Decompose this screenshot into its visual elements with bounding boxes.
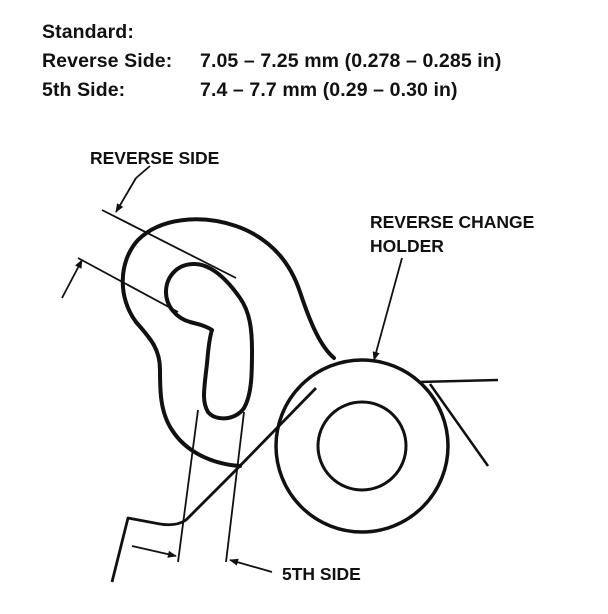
fifth-side-label: 5TH SIDE [282,564,361,584]
fifth-extension-line-left [177,409,199,563]
spec-value-fifth: 7.4 – 7.7 mm (0.29 – 0.30 in) [200,79,458,101]
spec-row-fifth: 5th Side: 7.4 – 7.7 mm (0.29 – 0.30 in) [42,76,501,105]
holder-arm-right [417,378,499,384]
spec-heading: Standard: [42,21,134,43]
spec-label-fifth: 5th Side: [42,79,126,101]
fifth-arrow-right [229,558,273,573]
spec-value-reverse: 7.05 – 7.25 mm (0.278 – 0.285 in) [200,50,502,72]
reverse-extension-line-lower [77,257,179,313]
reverse-arrow-lower [61,259,83,299]
reverse-label-leader [135,165,151,179]
holder-arm-lower [428,383,490,467]
fifth-arrow-left [131,545,177,558]
finger-slot [164,262,254,421]
reverse-change-holder-label-line2: HOLDER [370,236,444,256]
base-bracket [110,387,318,583]
reverse-arrow-upper [115,177,137,213]
holder-outer-circle [274,358,450,534]
spec-row-reverse: Reverse Side: 7.05 – 7.25 mm (0.278 – 0.… [42,47,501,76]
reverse-extension-line-upper [101,209,237,279]
specification-block: Standard: Reverse Side: 7.05 – 7.25 mm (… [42,18,501,105]
spec-label-reverse: Reverse Side: [42,50,173,72]
holder-inner-circle [316,400,408,492]
fifth-extension-line-right [225,411,245,563]
holder-label-leader [372,257,403,361]
shift-piece-outline [120,217,336,468]
reverse-change-holder-label-line1: REVERSE CHANGE [370,212,535,232]
reverse-side-label: REVERSE SIDE [90,148,220,168]
